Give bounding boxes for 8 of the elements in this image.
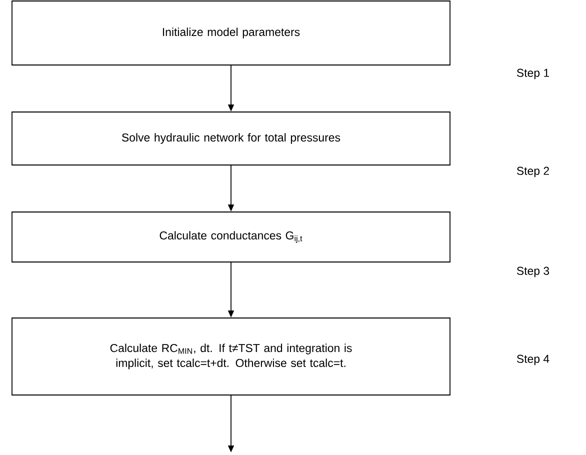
- process-box: Calculate RC$_{MIN}$, dt. If t≠TST and integration is implicit, set tcalc=t+dt. Otherwise set tcalc=t.: [12, 318, 450, 396]
- process-box: Solve hydraulic network for total pressures: [12, 112, 450, 166]
- step-label: Step 4: [516, 354, 550, 366]
- step-label: Step 2: [516, 166, 549, 178]
- process-box: Initialize model parameters: [12, 0, 450, 66]
- process-box: Calculate conductances G$_{ij,t}$: [12, 212, 450, 262]
- step-label: Step 1: [516, 68, 549, 80]
- step-label: Step 3: [516, 266, 550, 278]
